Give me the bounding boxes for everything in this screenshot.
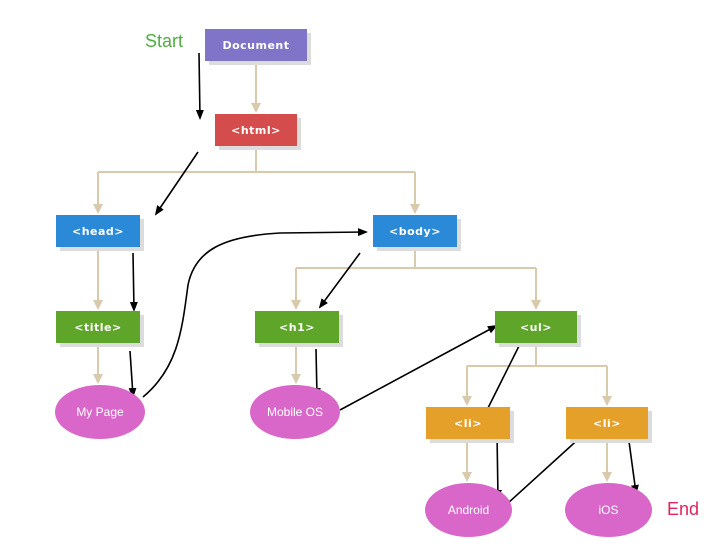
connector-body-bus xyxy=(296,247,416,269)
node-html: <html> xyxy=(215,114,297,146)
tree-connectors xyxy=(93,61,612,482)
traversal-arrow-li1-android xyxy=(493,432,502,500)
traversal-arrow-li2-ios xyxy=(627,433,639,495)
node-body: <body> xyxy=(373,215,457,247)
end-label: End xyxy=(667,499,700,519)
connector-ul-bus xyxy=(467,343,537,367)
traversal-arrow-html-head xyxy=(154,151,199,216)
node-document: Document xyxy=(205,29,307,61)
leaf-mobile-os: Mobile OS xyxy=(250,385,340,439)
traversal-arrows xyxy=(128,52,639,505)
connector-html-bus xyxy=(98,146,257,173)
traversal-arrow-body-h1 xyxy=(318,252,361,309)
leaf-ios: iOS xyxy=(565,483,652,537)
traversal-arrow-mobileos-ul xyxy=(339,325,498,411)
node-head: <head> xyxy=(56,215,140,247)
node-title: <title> xyxy=(56,311,140,343)
node-ul: <ul> xyxy=(495,311,577,343)
leaf-my-page: My Page xyxy=(55,385,145,439)
traversal-arrow-mypage-body xyxy=(142,228,368,398)
node-li-2: <li> xyxy=(566,407,648,439)
traversal-arrow-head-title xyxy=(129,252,138,312)
node-li-1: <li> xyxy=(426,407,510,439)
leaf-android: Android xyxy=(425,483,512,537)
traversal-arrow-title-mypage xyxy=(128,350,137,398)
node-h1: <h1> xyxy=(255,311,339,343)
start-label: Start xyxy=(145,31,184,51)
traversal-arrow-start-html xyxy=(195,52,204,120)
